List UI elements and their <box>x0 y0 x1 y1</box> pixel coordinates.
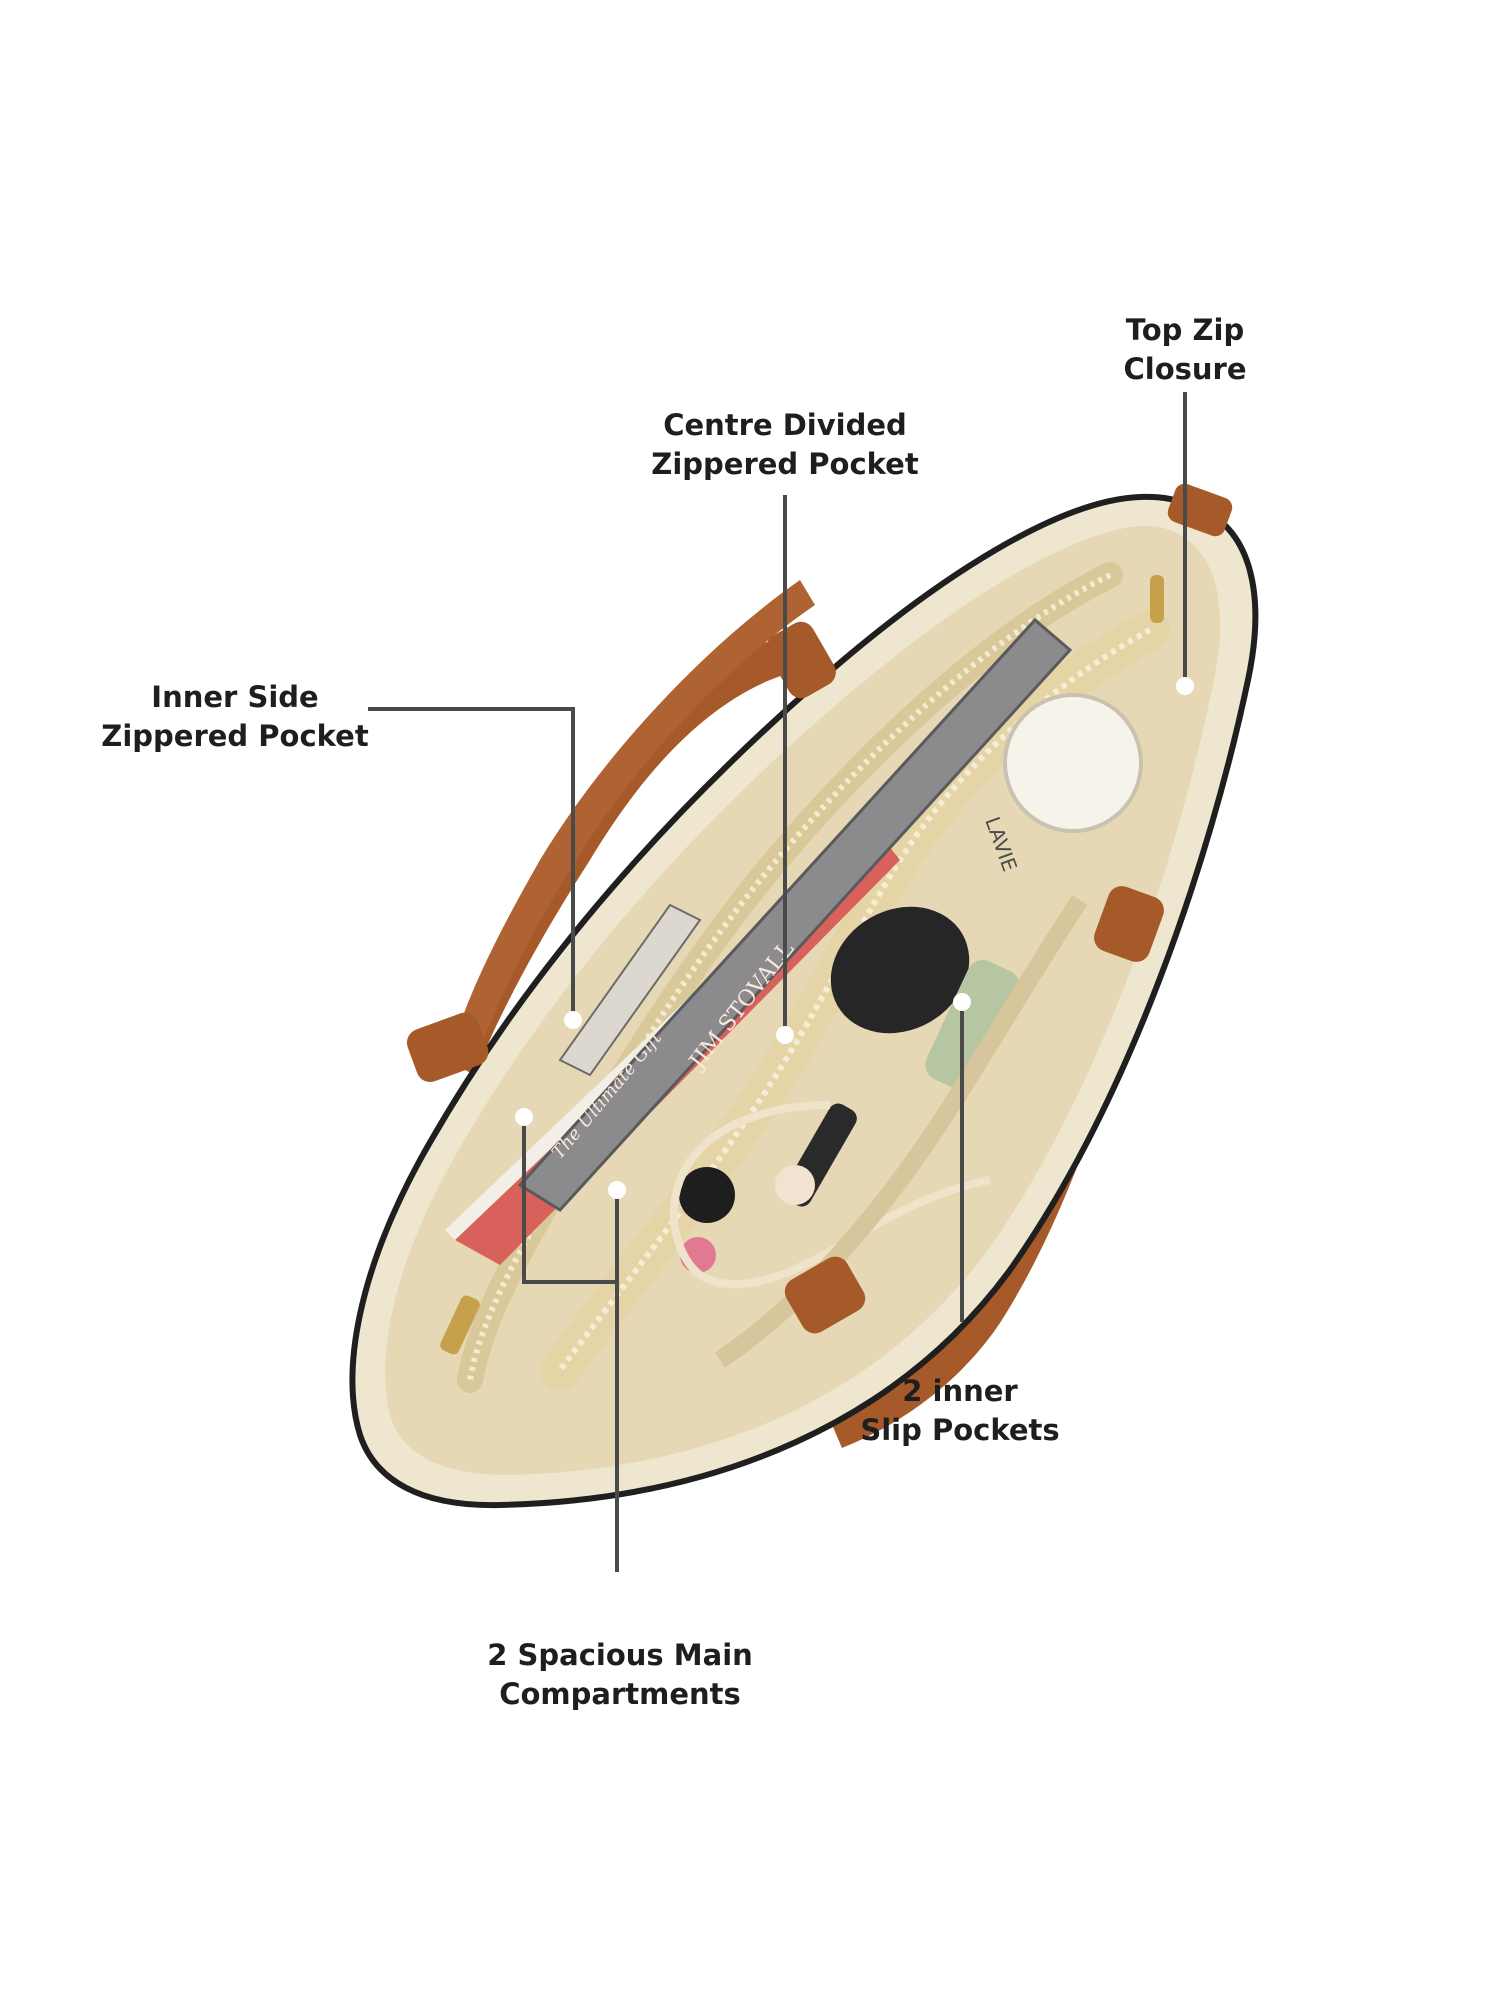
label-line: Slip Pockets <box>860 1413 1060 1447</box>
label-line: 2 inner <box>902 1374 1018 1408</box>
lipstick-cap <box>679 1167 735 1223</box>
callout-lines <box>368 392 1187 1572</box>
label-line: Compartments <box>499 1677 741 1711</box>
handle-tab-right-top <box>1094 886 1164 962</box>
white-cosmetic-jar <box>1003 693 1143 833</box>
label-line: Centre Divided <box>663 408 907 442</box>
tablet-device <box>517 617 1073 1212</box>
label-two-inner-slip-pockets: 2 inner Slip Pockets <box>855 1372 1065 1450</box>
green-phone <box>925 959 1020 1091</box>
label-inner-side-zippered-pocket: Inner Side Zippered Pocket <box>100 678 370 756</box>
handle-tab-right-bottom <box>784 1256 866 1334</box>
left-side-tan-panel <box>455 580 815 1050</box>
callout-dot-top-zip <box>1176 677 1194 695</box>
label-line: 2 Spacious Main <box>487 1638 753 1672</box>
callout-dot-slip-pockets <box>953 993 971 1011</box>
compartment-items <box>679 693 1143 1273</box>
callout-dots <box>515 677 1194 1199</box>
callout-dot-centre-pocket <box>776 1026 794 1044</box>
side-zip-pocket-teeth <box>467 572 1112 1381</box>
black-compact <box>830 906 970 1034</box>
label-two-spacious-main-compartments: 2 Spacious Main Compartments <box>470 1636 770 1714</box>
zip-pull-top <box>1150 575 1164 623</box>
callout-dot-side-pocket <box>564 1011 582 1029</box>
earphone-cord <box>669 1101 991 1289</box>
handle-tab-left-bottom <box>406 1012 489 1083</box>
handle-tabs <box>406 483 1233 1334</box>
label-line: Inner Side <box>151 680 319 714</box>
callout-line-main-compartments <box>522 1117 619 1572</box>
callout-dot-main-right <box>608 1181 626 1199</box>
white-pouch <box>558 903 702 1077</box>
callout-dot-main-left <box>515 1108 533 1126</box>
label-line: Zippered Pocket <box>651 447 919 481</box>
label-centre-divided-zippered-pocket: Centre Divided Zippered Pocket <box>645 406 925 484</box>
zip-pull-left <box>440 1295 480 1355</box>
slip-pocket-edge <box>715 895 1088 1368</box>
label-line: Zippered Pocket <box>101 719 369 753</box>
callout-line-side-pocket <box>368 707 575 1013</box>
cream-tube <box>775 1165 815 1205</box>
label-top-zip-closure: Top Zip Closure <box>1110 311 1260 389</box>
label-line: Top Zip <box>1125 313 1245 347</box>
gold-hardware <box>440 575 1164 1355</box>
label-line: Closure <box>1123 352 1247 386</box>
